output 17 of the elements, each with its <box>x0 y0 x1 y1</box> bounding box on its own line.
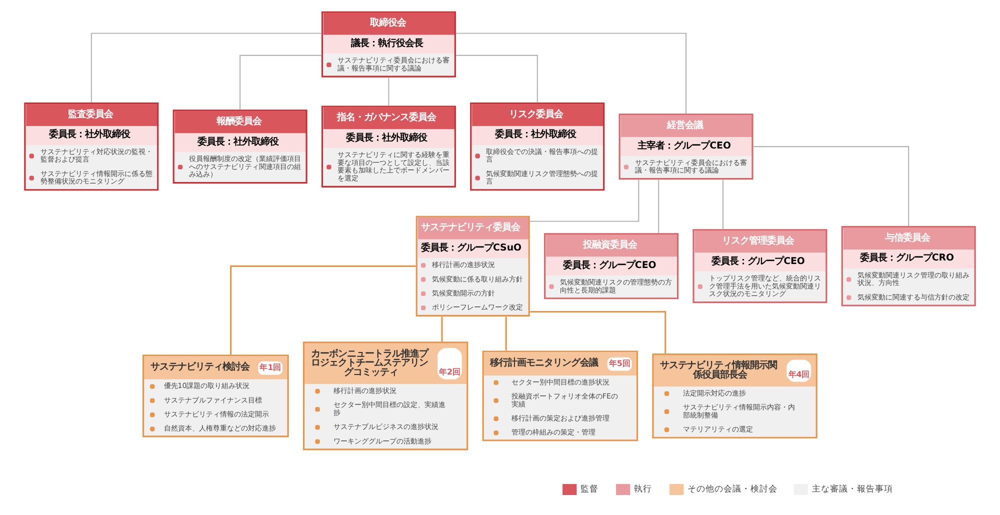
connector <box>722 179 724 230</box>
legend-label: 主な審議・報告事項 <box>812 484 893 495</box>
connector <box>456 54 538 103</box>
connector <box>505 316 507 351</box>
connector <box>456 32 686 114</box>
connector <box>90 32 322 103</box>
connector <box>658 179 660 234</box>
connector <box>240 54 322 110</box>
connector <box>752 146 910 226</box>
connector <box>230 265 416 354</box>
legend-label: 執行 <box>634 484 652 495</box>
legend-label: その他の会議・検討会 <box>688 484 778 495</box>
connector <box>441 316 443 342</box>
connector <box>388 77 390 106</box>
legend-label: 監督 <box>580 484 599 495</box>
connector <box>529 179 640 222</box>
connector <box>530 310 666 354</box>
